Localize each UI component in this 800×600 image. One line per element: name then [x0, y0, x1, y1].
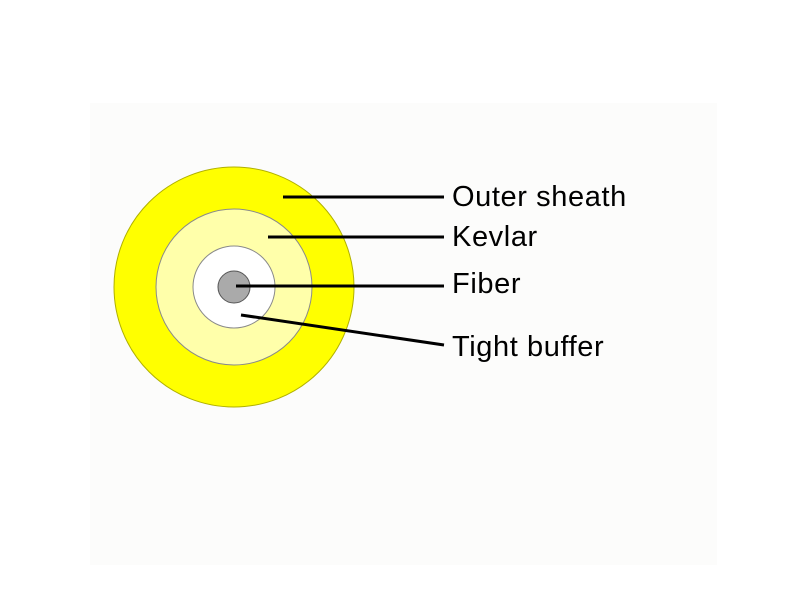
tight-buffer-label: Tight buffer	[452, 331, 604, 363]
outer-sheath-label: Outer sheath	[452, 181, 627, 213]
kevlar-label: Kevlar	[452, 221, 538, 253]
fiber-label: Fiber	[452, 268, 521, 300]
tight-buffer-leader-line	[240, 313, 445, 347]
